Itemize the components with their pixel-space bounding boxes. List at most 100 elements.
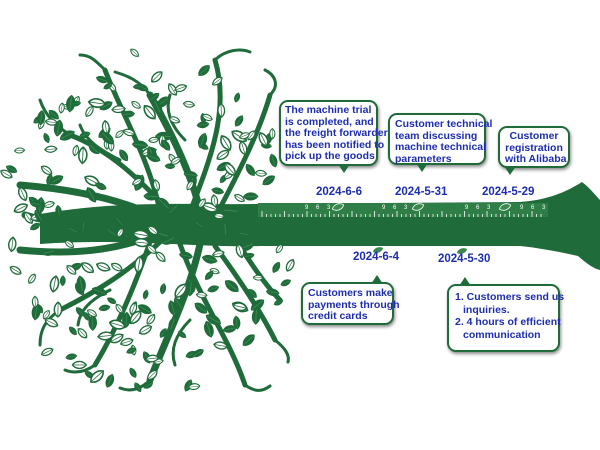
- leaf: [115, 217, 124, 226]
- leaf: [119, 149, 129, 162]
- tree-twig: [243, 383, 272, 392]
- leaf-vein: [46, 319, 57, 326]
- leaf: [212, 76, 223, 86]
- leaf-vein: [130, 368, 136, 377]
- leaf-vein: [200, 134, 206, 147]
- leaf: [174, 84, 188, 93]
- leaf-vein: [84, 312, 90, 321]
- leaf-vein: [104, 83, 112, 89]
- leaf-vein: [162, 140, 170, 150]
- leaf-vein: [203, 115, 212, 120]
- callout-line: pick up the goods: [285, 150, 375, 162]
- event-callout-2024-5-30: 1. Customers send us inquiries. 2. 4 hou…: [447, 284, 565, 352]
- leaf-vein: [79, 277, 83, 292]
- leaf-vein: [116, 304, 123, 313]
- leaf-vein: [125, 313, 128, 327]
- leaf: [79, 131, 91, 139]
- leaf: [91, 286, 108, 297]
- ruler-digit: 9: [305, 205, 309, 211]
- leaf: [132, 83, 144, 90]
- leaf: [129, 367, 137, 378]
- leaf: [238, 230, 250, 237]
- leaf-vein: [175, 298, 183, 309]
- leaf: [220, 135, 232, 151]
- leaf-vein: [197, 123, 209, 126]
- leaf-vein: [147, 315, 154, 324]
- leaf: [44, 118, 58, 126]
- leaf-vein: [146, 357, 158, 360]
- leaf-vein: [160, 329, 166, 337]
- callout-line: Customers make: [308, 287, 393, 299]
- leaf-vein: [29, 274, 35, 283]
- date-leaf-icon: [455, 247, 469, 255]
- leaf: [235, 243, 245, 259]
- leaf: [37, 110, 46, 126]
- leaf-vein: [50, 176, 62, 184]
- leaf: [224, 280, 239, 293]
- callout-line: 1. Customers send us: [455, 291, 565, 303]
- leaf-vein: [145, 106, 155, 118]
- leaf: [201, 254, 218, 264]
- leaf: [95, 182, 107, 190]
- leaf: [204, 320, 214, 338]
- leaf: [201, 113, 213, 122]
- leaf: [77, 146, 88, 165]
- leaf: [49, 275, 60, 293]
- leaf-vein: [56, 121, 61, 135]
- callout-line: credit cards: [308, 310, 368, 322]
- leaf-vein: [15, 205, 27, 212]
- leaf: [186, 180, 194, 191]
- leaf-vein: [80, 133, 90, 137]
- leaf-vein: [65, 241, 73, 247]
- leaf-vein: [40, 111, 43, 124]
- event-callout-2024-6-4: Customers make payments through credit c…: [301, 282, 400, 325]
- leaf: [53, 119, 64, 137]
- ruler-digit: 9: [465, 205, 469, 211]
- ruler-digit: 3: [404, 205, 408, 211]
- leaf: [254, 169, 268, 177]
- leaf: [275, 244, 283, 254]
- leaf-shape: [455, 247, 469, 255]
- leaf: [248, 289, 257, 298]
- leaf-vein: [30, 224, 40, 230]
- leaf-vein: [127, 348, 136, 353]
- leaf: [168, 317, 177, 332]
- callout-line: parameters: [395, 152, 452, 165]
- leaf: [48, 110, 59, 120]
- leaf: [198, 132, 208, 149]
- event-callout-2024-5-29: Customer registration with Alibaba: [498, 126, 570, 168]
- leaf-vein: [34, 305, 38, 319]
- leaf-vein: [44, 203, 54, 207]
- leaf-vein: [76, 308, 84, 316]
- leaf: [43, 132, 50, 144]
- leaf-vein: [187, 181, 193, 190]
- leaf-vein: [91, 371, 103, 382]
- leaf-vein: [118, 228, 123, 237]
- leaf: [159, 328, 167, 338]
- leaf-vein: [147, 154, 160, 161]
- leaf: [273, 299, 284, 306]
- leaf-vein: [238, 245, 242, 257]
- leaf: [148, 136, 160, 143]
- leaf-vein: [213, 78, 222, 85]
- leaf-vein: [137, 257, 141, 272]
- leaf-vein: [246, 164, 254, 175]
- tree-twig: [263, 68, 277, 97]
- leaf-vein: [213, 195, 216, 206]
- leaf: [95, 262, 111, 272]
- leaf-shape: [371, 246, 385, 254]
- leaf: [64, 239, 74, 249]
- leaf: [9, 265, 22, 275]
- leaf: [205, 314, 222, 325]
- leaf: [280, 279, 291, 287]
- leaf: [198, 65, 210, 76]
- callout-line: machine technical: [395, 141, 487, 153]
- leaf-vein: [69, 96, 72, 111]
- leaf-vein: [15, 149, 24, 152]
- tree-twig: [113, 70, 152, 97]
- leaf-vein: [252, 300, 263, 310]
- leaf-vein: [287, 260, 293, 271]
- leaf: [247, 130, 256, 141]
- leaf-vein: [213, 252, 224, 256]
- leaf-vein: [249, 289, 256, 298]
